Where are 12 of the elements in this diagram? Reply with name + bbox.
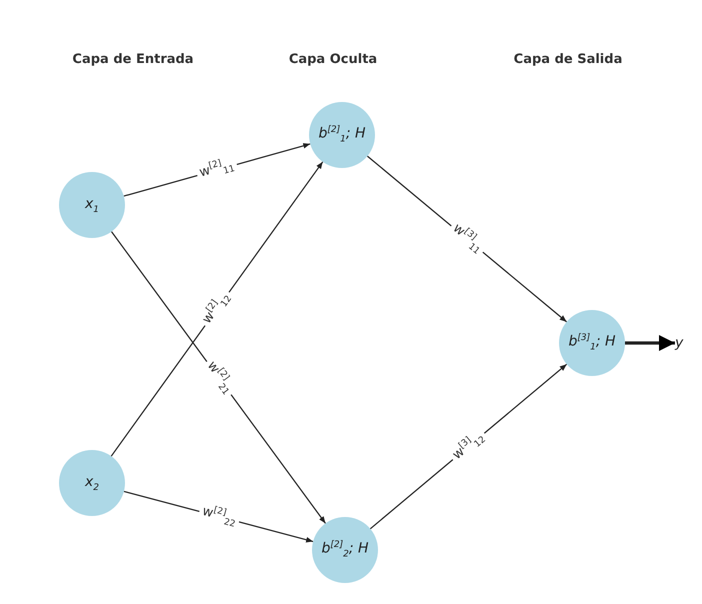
layer-heading: Capa de Entrada xyxy=(72,52,194,67)
neuron-circle: b$^{[2]}$$_{2}$; H xyxy=(312,517,378,583)
neuron-circle: x$_{1}$ xyxy=(59,172,125,238)
layer-heading: Capa Oculta xyxy=(288,52,378,67)
output-label: y xyxy=(675,333,689,353)
arrow xyxy=(625,335,675,351)
neuron-circle: b$^{[3]}$$_{1}$; H xyxy=(559,310,625,376)
neuron-circle: b$^{[2]}$$_{1}$; H xyxy=(309,102,375,168)
arrow xyxy=(110,161,324,457)
neuron-circle: x$_{2}$ xyxy=(59,450,125,516)
layer-heading: Capa de Salida xyxy=(514,52,622,67)
arrow xyxy=(111,231,326,524)
